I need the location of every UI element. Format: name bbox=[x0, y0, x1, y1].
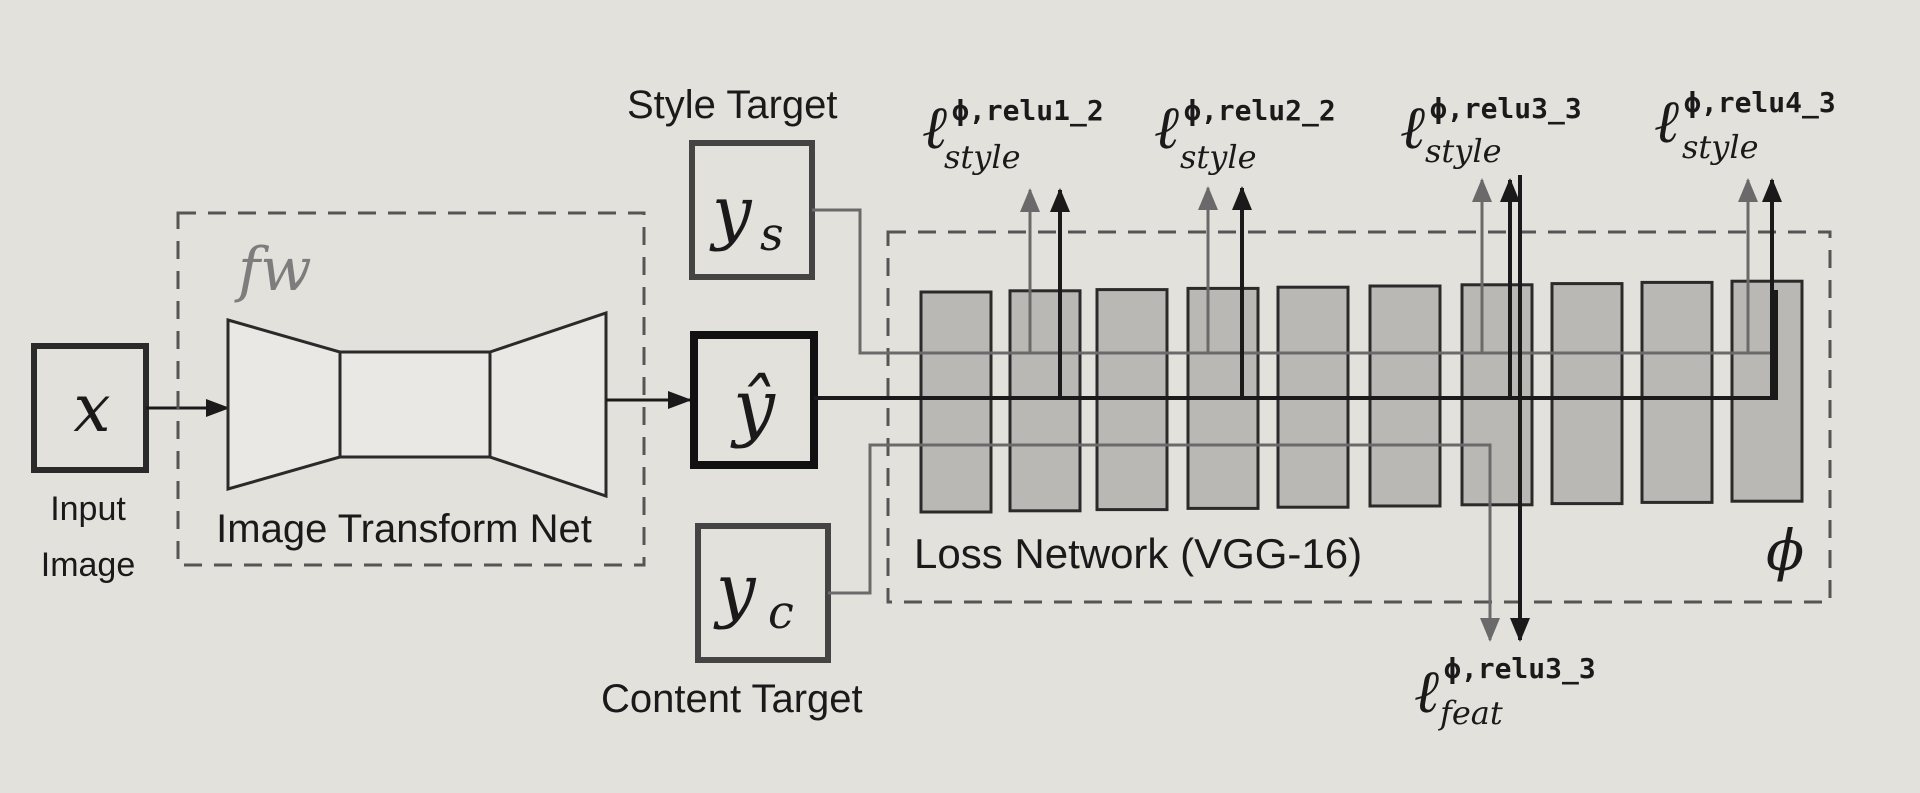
loss-feat-relu3-3: ℓ ϕ,relu3_3 feat bbox=[1414, 652, 1596, 732]
yc-base: y bbox=[713, 549, 757, 631]
loss-sub: style bbox=[1180, 138, 1257, 176]
transform-net-dashed-border bbox=[176, 211, 646, 567]
encoder-trapezoid bbox=[226, 318, 342, 491]
loss-sub: style bbox=[944, 138, 1021, 176]
loss-ell: ℓ bbox=[1400, 93, 1425, 163]
loss-ell: ℓ bbox=[1654, 87, 1679, 157]
ys-base: y bbox=[709, 171, 753, 253]
vgg-layer-block bbox=[1640, 280, 1714, 504]
content-target-label: Content Target bbox=[601, 677, 863, 721]
loss-sup: ϕ,relu4_3 bbox=[1684, 86, 1836, 119]
loss-network-dashed-border bbox=[886, 230, 1832, 604]
loss-ell: ℓ bbox=[1414, 657, 1439, 727]
loss-labels: ℓ ϕ,relu1_2 style ℓ ϕ,relu2_2 style ℓ ϕ,… bbox=[922, 86, 1836, 732]
loss-style-relu4-3: ℓ ϕ,relu4_3 style bbox=[1654, 86, 1836, 166]
vgg-layer-block bbox=[1730, 279, 1804, 503]
vgg-layer-blocks bbox=[919, 279, 1804, 514]
loss-sub: style bbox=[1425, 132, 1502, 170]
x-symbol: x bbox=[73, 370, 110, 447]
loss-ell: ℓ bbox=[922, 93, 947, 163]
decoder-trapezoid bbox=[488, 310, 608, 499]
loss-sup: ϕ,relu3_3 bbox=[1444, 652, 1596, 685]
loss-sup: ϕ,relu2_2 bbox=[1184, 94, 1336, 127]
input-label-line2: Image bbox=[41, 546, 136, 584]
loss-ell: ℓ bbox=[1154, 93, 1179, 163]
loss-style-relu3-3: ℓ ϕ,relu3_3 style bbox=[1400, 92, 1582, 170]
phi-symbol: ϕ bbox=[1766, 519, 1804, 584]
loss-sub: feat bbox=[1438, 694, 1503, 732]
style-target-node: Style Target y s bbox=[627, 83, 838, 280]
bottleneck-block bbox=[338, 350, 492, 459]
loss-network: Loss Network (VGG-16) ϕ bbox=[886, 230, 1832, 604]
loss-sub: style bbox=[1682, 128, 1759, 166]
style-target-label: Style Target bbox=[627, 83, 838, 127]
loss-style-relu2-2: ℓ ϕ,relu2_2 style bbox=[1154, 93, 1336, 176]
y-hat-symbol: ŷ bbox=[730, 364, 776, 450]
loss-sup: ϕ,relu3_3 bbox=[1430, 92, 1582, 125]
input-label-line1: Input bbox=[50, 490, 126, 528]
style-target-box bbox=[689, 140, 815, 280]
transform-net-label: Image Transform Net bbox=[216, 507, 592, 551]
loss-network-label: Loss Network (VGG-16) bbox=[914, 530, 1362, 577]
yc-sub: c bbox=[768, 585, 794, 639]
image-transform-net: fw Image Transform Net bbox=[176, 211, 646, 567]
feat-loss-arrows bbox=[1480, 175, 1530, 642]
fw-symbol: fw bbox=[234, 235, 312, 305]
input-image-node: x Input Image bbox=[31, 343, 149, 584]
content-target-node: y c Content Target bbox=[601, 523, 863, 721]
output-path bbox=[814, 290, 1778, 400]
output-image-node: ŷ bbox=[690, 331, 818, 469]
style-loss-arrows bbox=[1020, 178, 1782, 398]
vgg-layer-block bbox=[1550, 282, 1624, 506]
vgg-layer-block bbox=[919, 290, 993, 514]
vgg-layer-block bbox=[1008, 289, 1082, 513]
loss-sup: ϕ,relu1_2 bbox=[952, 94, 1104, 127]
loss-style-relu1-2: ℓ ϕ,relu1_2 style bbox=[922, 93, 1104, 176]
ys-sub: s bbox=[760, 207, 784, 261]
